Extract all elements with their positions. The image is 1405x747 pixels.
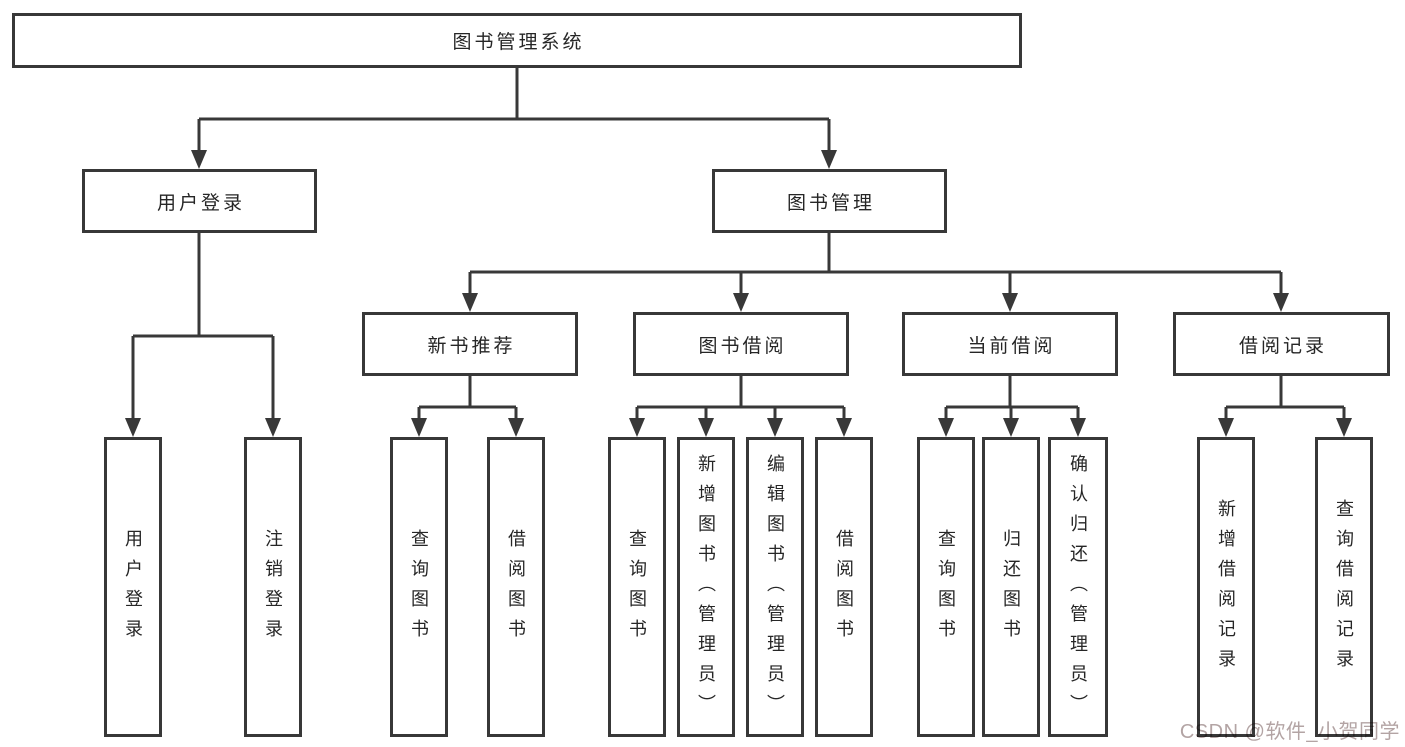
arrowhead-icon [125,418,141,437]
arrowhead-icon [698,418,714,437]
arrowhead-icon [462,293,478,312]
node-label-borrow-books-borrow: 借阅图书 [834,529,854,649]
node-borrow-books-borrow: 借阅图书 [815,437,873,737]
node-logout-leaf: 注销登录 [244,437,302,737]
csdn-watermark: CSDN @软件_小贺同学 [1179,721,1400,743]
arrowhead-icon [508,418,524,437]
node-user-login-branch: 用户登录 [82,169,317,233]
node-label-borrow-books-rec: 借阅图书 [506,529,526,649]
node-borrow-books-rec: 借阅图书 [487,437,545,737]
node-new-book-recommend: 新书推荐 [362,312,578,376]
node-label-query-books-borrow: 查询图书 [627,529,647,649]
arrowhead-icon [1273,293,1289,312]
node-add-books-admin: 新增图书（管理员） [677,437,735,737]
arrowhead-icon [1070,418,1086,437]
node-label-logout-leaf: 注销登录 [263,529,283,649]
node-query-books-rec: 查询图书 [390,437,448,737]
arrowhead-icon [1218,418,1234,437]
node-label-user-login-leaf: 用户登录 [123,529,143,649]
arrowhead-icon [191,150,207,169]
arrowhead-icon [1336,418,1352,437]
node-label-add-borrow-record: 新增借阅记录 [1216,499,1236,679]
node-label-query-books-current: 查询图书 [936,529,956,649]
node-edit-books-admin: 编辑图书（管理员） [746,437,804,737]
node-label-query-borrow-record: 查询借阅记录 [1334,499,1354,679]
node-borrowing-records: 借阅记录 [1173,312,1390,376]
node-label-return-books: 归还图书 [1001,529,1021,649]
node-query-borrow-record: 查询借阅记录 [1315,437,1373,737]
node-add-borrow-record: 新增借阅记录 [1197,437,1255,737]
node-label-confirm-return-admin: 确认归还（管理员） [1068,454,1088,724]
arrowhead-icon [938,418,954,437]
node-query-books-borrow: 查询图书 [608,437,666,737]
arrowhead-icon [733,293,749,312]
arrowhead-icon [821,150,837,169]
node-return-books: 归还图书 [982,437,1040,737]
arrowhead-icon [767,418,783,437]
arrowhead-icon [265,418,281,437]
node-label-book-management: 图书管理 [786,192,875,214]
node-label-user-login-branch: 用户登录 [156,192,245,214]
node-label-root: 图书管理系统 [452,32,585,53]
node-label-borrowing-records: 借阅记录 [1238,335,1327,357]
node-root: 图书管理系统 [12,13,1022,68]
arrowhead-icon [836,418,852,437]
arrowhead-icon [411,418,427,437]
arrowhead-icon [629,418,645,437]
node-label-add-books-admin: 新增图书（管理员） [696,454,716,724]
connector-lines [131,68,1346,421]
node-confirm-return-admin: 确认归还（管理员） [1048,437,1108,737]
node-label-current-borrowing: 当前借阅 [967,335,1056,357]
node-label-book-borrowing: 图书借阅 [698,335,787,357]
node-label-query-books-rec: 查询图书 [409,529,429,649]
node-book-borrowing: 图书借阅 [633,312,849,376]
node-label-new-book-recommend: 新书推荐 [427,335,516,357]
node-query-books-current: 查询图书 [917,437,975,737]
arrowhead-icon [1002,293,1018,312]
node-current-borrowing: 当前借阅 [902,312,1118,376]
node-label-edit-books-admin: 编辑图书（管理员） [765,454,785,724]
node-user-login-leaf: 用户登录 [104,437,162,737]
node-book-management: 图书管理 [712,169,947,233]
arrowhead-icon [1003,418,1019,437]
